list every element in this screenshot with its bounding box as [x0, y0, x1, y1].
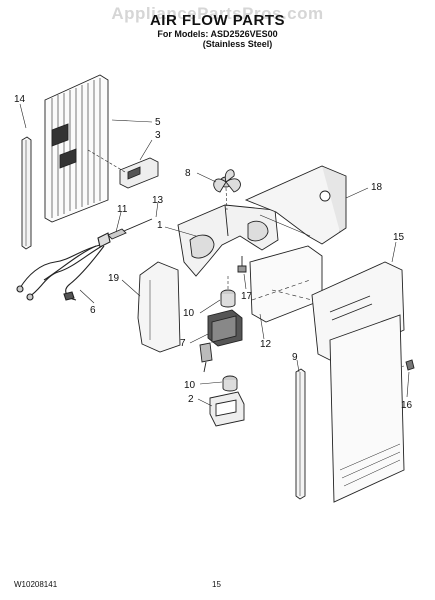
- watermark: AppliancePartsPros.com: [111, 4, 324, 23]
- part-9-seal-strip: [295, 368, 306, 500]
- lower-duct-panel: [329, 314, 405, 503]
- part-7-fan-motor: [199, 309, 243, 373]
- callout-8: 8: [185, 168, 191, 179]
- callout-1: 1: [157, 220, 163, 231]
- part-11-wire-harness: [16, 232, 111, 301]
- part-2-motor-bracket: [209, 391, 245, 427]
- part-1-fan-housing: [177, 204, 279, 277]
- page-number: 15: [212, 580, 221, 589]
- part-10-motor-mount-lower: [222, 375, 238, 392]
- part-13-thermistor: [107, 218, 153, 240]
- callout-19: 19: [108, 273, 120, 284]
- callout-7: 7: [180, 338, 186, 349]
- callout-10-lower: 10: [184, 380, 196, 391]
- part-17-screw: [237, 256, 247, 273]
- part-12-duct-plate: [249, 245, 323, 323]
- model-info: For Models: ASD2526VES00 (Stainless Stee…: [0, 29, 435, 49]
- callout-5: 5: [155, 117, 161, 128]
- page-title: AIR FLOW PARTS: [149, 12, 286, 29]
- callout-17: 17: [241, 291, 253, 302]
- part-18-air-duct: [244, 165, 347, 245]
- callout-15: 15: [393, 232, 405, 243]
- part-14-gasket-strip: [21, 136, 32, 250]
- model-number: For Models: ASD2526VES00: [157, 29, 278, 39]
- part-3-damper-bracket: [87, 149, 159, 189]
- model-finish: (Stainless Steel): [202, 39, 273, 49]
- part-19-air-duct-left: [137, 261, 181, 353]
- callout-12: 12: [260, 339, 272, 350]
- part-5-grille-panel: [44, 74, 109, 223]
- callout-13: 13: [152, 195, 164, 206]
- callout-9: 9: [292, 352, 298, 363]
- callout-2: 2: [188, 394, 194, 405]
- part-10-motor-mount-upper: [220, 276, 236, 308]
- callout-6: 6: [90, 305, 96, 316]
- callout-18: 18: [371, 182, 383, 193]
- part-8-fan-blade: [213, 169, 241, 211]
- callout-10-upper: 10: [183, 308, 195, 319]
- document-number: W10208141: [14, 580, 58, 589]
- callout-11: 11: [117, 204, 128, 215]
- callout-16: 16: [401, 400, 413, 411]
- callout-3: 3: [155, 130, 161, 141]
- callout-14: 14: [14, 94, 26, 105]
